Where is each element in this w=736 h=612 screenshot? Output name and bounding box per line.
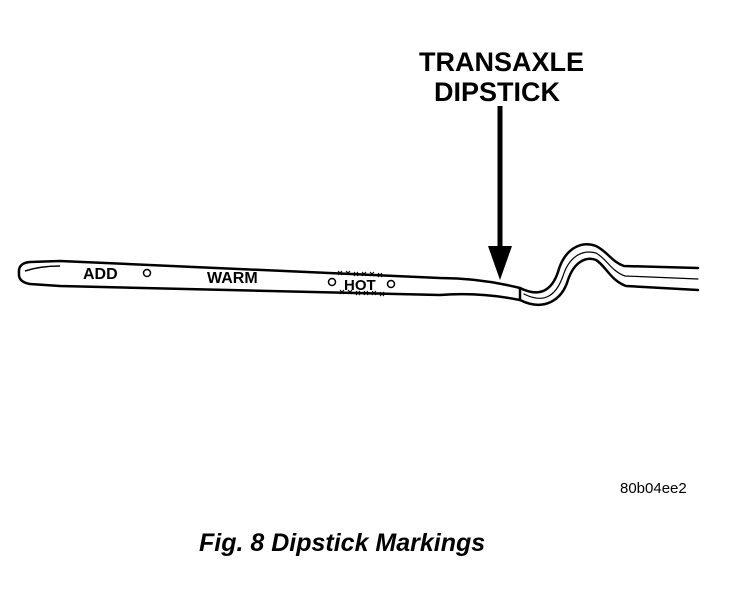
callout-label-line2: DIPSTICK: [434, 77, 561, 107]
marking-hot: HOT: [344, 277, 376, 294]
callout-arrow: [488, 106, 512, 280]
hot-hole-right: [386, 279, 396, 289]
figure-id: 80b04ee2: [620, 480, 687, 497]
crosshatch-bottom: [339, 289, 385, 297]
hot-hole-left: [327, 277, 337, 287]
figure-caption: Fig. 8 Dipstick Markings: [199, 529, 485, 557]
crosshatch-top: [337, 270, 383, 278]
blade-tip-line: [24, 265, 61, 272]
marking-add: ADD: [83, 266, 118, 283]
hot-zone: HOT: [327, 270, 396, 297]
dipstick-wire: [518, 243, 700, 306]
marking-warm: WARM: [207, 270, 258, 287]
callout-label-line1: TRANSAXLE: [419, 47, 584, 77]
add-hole: [142, 268, 152, 278]
